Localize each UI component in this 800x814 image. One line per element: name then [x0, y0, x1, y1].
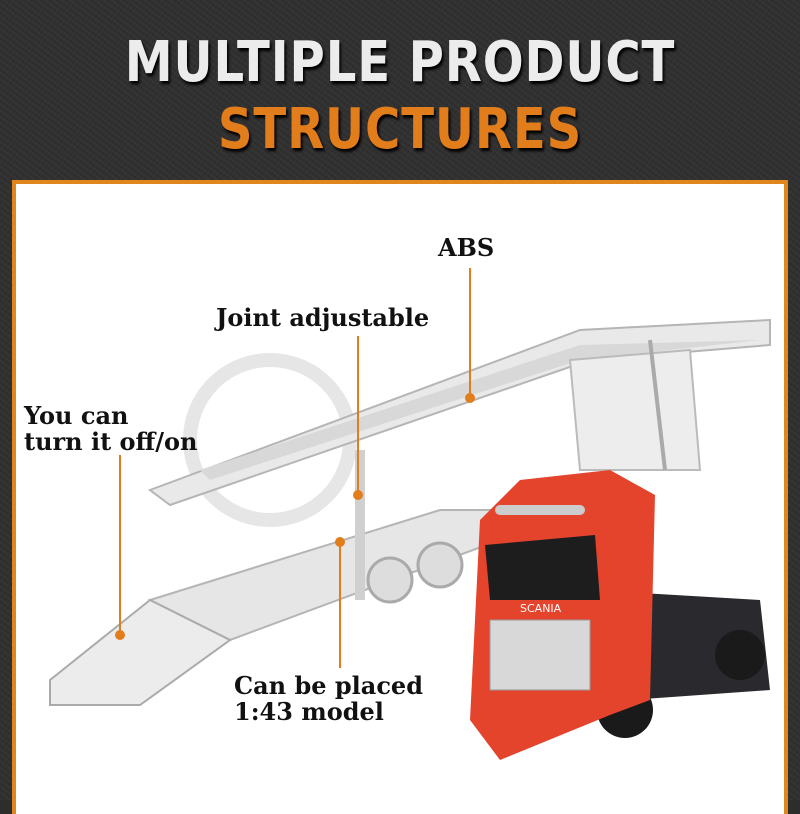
wheel: [366, 556, 414, 604]
turn-leader-dot: [115, 630, 125, 640]
ladder: [648, 339, 667, 471]
joint-leader-dot: [353, 490, 363, 500]
headline-line-1: MULTIPLE PRODUCT: [124, 30, 676, 95]
callout-abs: ABS: [438, 233, 495, 262]
callout-turn-line-1: You can: [24, 401, 129, 430]
abs-leader-dot: [465, 393, 475, 403]
trailer-rear-frame: [568, 348, 702, 471]
wheel: [416, 541, 464, 589]
callout-placed-line-1: Can be placed: [234, 671, 423, 700]
callout-turn-line-2: turn it off/on: [24, 427, 198, 456]
placed-leader-dot: [335, 537, 345, 547]
ramp: [49, 598, 232, 706]
support-post: [355, 450, 365, 600]
callout-joint-adjustable: Joint adjustable: [216, 303, 430, 332]
light-bar: [495, 505, 585, 515]
product-panel: [12, 180, 788, 814]
tractor-wheel: [715, 630, 765, 680]
callout-lines: [115, 268, 475, 668]
callout-placed-line-2: 1:43 model: [234, 697, 384, 726]
upper-deck: [147, 318, 771, 507]
scania-badge: SCANIA: [520, 602, 562, 615]
headline-line-2: STRUCTURES: [217, 97, 583, 162]
grille: [489, 619, 591, 691]
windshield: [485, 535, 600, 600]
